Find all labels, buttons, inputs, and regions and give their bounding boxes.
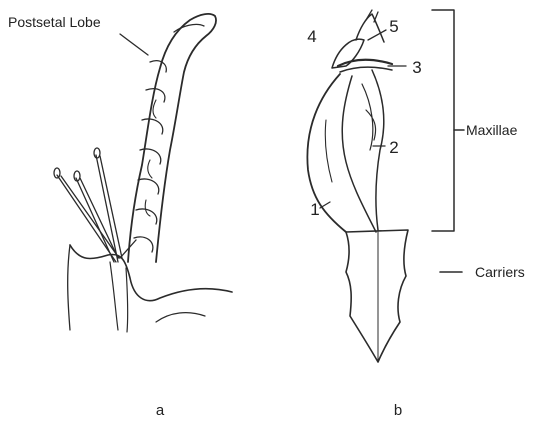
postsetal-lobe-shape [128,14,216,262]
setae [54,148,136,262]
postsetal-leader-line [120,34,148,55]
panel-b-drawing [307,10,408,362]
part-number-5: 5 [389,17,398,36]
caption-a: a [156,402,165,419]
part-number-2: 2 [389,138,398,157]
caption-b: b [394,402,402,419]
postsetal-lobe-label: Postsetal Lobe [8,14,101,30]
maxillae-bracket [432,10,464,231]
part-number-3: 3 [412,58,421,77]
leader-1 [320,202,330,208]
maxillae-label: Maxillae [466,122,518,138]
panel-a-drawing [54,14,232,332]
part-number-4: 4 [307,27,316,46]
carriers-label: Carriers [475,264,525,280]
part-number-1: 1 [310,200,319,219]
